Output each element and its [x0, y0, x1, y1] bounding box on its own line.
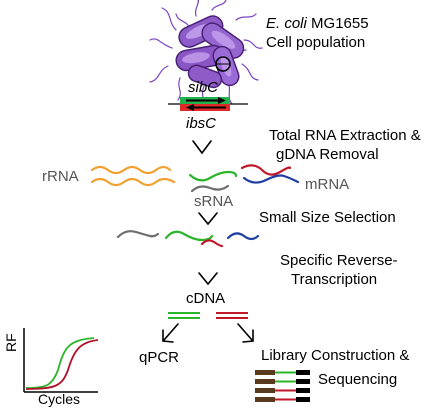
size-selected-rna [116, 230, 260, 248]
step-extraction-line1: Total RNA Extraction & [269, 127, 421, 144]
sRNA-label: sRNA [194, 193, 234, 210]
sibC-label: sibC [188, 79, 219, 96]
down-arrow-icon [192, 140, 212, 155]
step-library-line1: Library Construction & [261, 347, 410, 364]
rRNA-strand [90, 177, 176, 187]
ecoli-species: E. coli [266, 15, 307, 32]
down-arrow-icon [198, 212, 218, 226]
sequencing-library [255, 370, 310, 402]
sRNA-strand [190, 184, 230, 193]
reverse-arrow-icon [186, 104, 194, 111]
step-extraction-line2: gDNA Removal [276, 146, 379, 163]
down-arrows [162, 140, 254, 343]
ibsC-label: ibsC [186, 115, 217, 132]
rRNA-strand [90, 165, 172, 175]
green-amplification-curve [25, 337, 95, 389]
cell-5 [187, 64, 223, 89]
cell-population-label: Cell population [266, 34, 366, 51]
mRNA-strand [240, 164, 292, 176]
cdna-strands [168, 312, 248, 319]
qpcr-amplification-plot [23, 328, 99, 393]
step-rt-line1: Specific Reverse- [280, 252, 398, 269]
cycles-axis-label: Cycles [38, 391, 81, 407]
step-library-line2: Sequencing [318, 371, 398, 388]
ecoli-strain-label: E. coli MG1655 [266, 15, 369, 32]
ecoli-strain: MG1655 [306, 15, 369, 32]
gene-locus [168, 97, 248, 111]
qPCR-label: qPCR [139, 349, 180, 366]
mRNA-strand [242, 174, 300, 184]
cDNA-label: cDNA [186, 290, 226, 307]
step-rt-line2: Transcription [291, 271, 378, 288]
down-arrow-icon [198, 272, 218, 286]
red-amplification-curve [25, 339, 99, 390]
down-left-arrow-icon [163, 323, 179, 341]
total-rna-molecules [90, 164, 300, 193]
rf-axis-label: RF [3, 333, 19, 352]
ecoli-cells-illustration [149, 0, 263, 109]
mRNA-label: mRNA [305, 176, 350, 193]
step-size-selection: Small Size Selection [259, 209, 396, 226]
sRNA-strand [188, 170, 238, 182]
forward-arrow-icon [218, 97, 226, 104]
down-right-arrow-icon [237, 323, 253, 341]
rRNA-label: rRNA [42, 168, 79, 185]
